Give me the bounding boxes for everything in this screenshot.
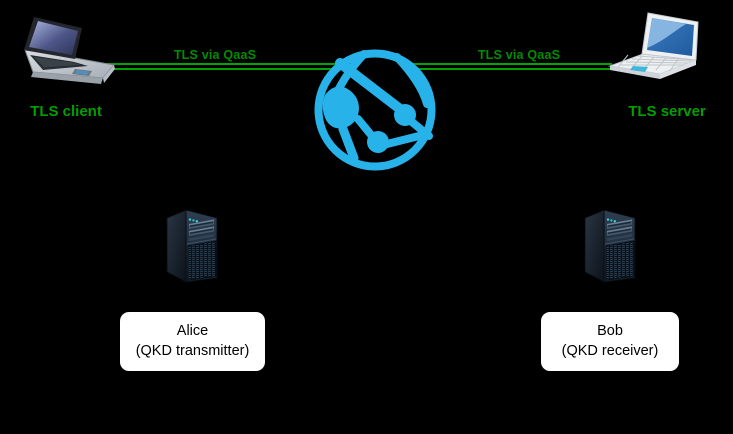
- bob-box: Bob (QKD receiver): [541, 312, 679, 371]
- alice-role: (QKD transmitter): [135, 342, 250, 359]
- laptop-server-icon: [598, 8, 713, 93]
- link-label-internet-server: TLS via QaaS: [477, 48, 561, 62]
- alice-box: Alice (QKD transmitter): [120, 312, 265, 371]
- laptop-client-icon: [15, 8, 120, 93]
- globe-network-icon: [312, 47, 438, 173]
- tls-client-label: TLS client: [30, 103, 102, 120]
- server-tower-alice-icon: [160, 205, 230, 285]
- link-label-client-internet: TLS via QaaS: [173, 48, 257, 62]
- alice-name: Alice: [176, 323, 209, 339]
- bob-name: Bob: [597, 323, 623, 339]
- tls-server-label: TLS server: [628, 103, 706, 120]
- server-tower-bob-icon: [578, 205, 648, 285]
- bob-role: (QKD receiver): [561, 342, 659, 359]
